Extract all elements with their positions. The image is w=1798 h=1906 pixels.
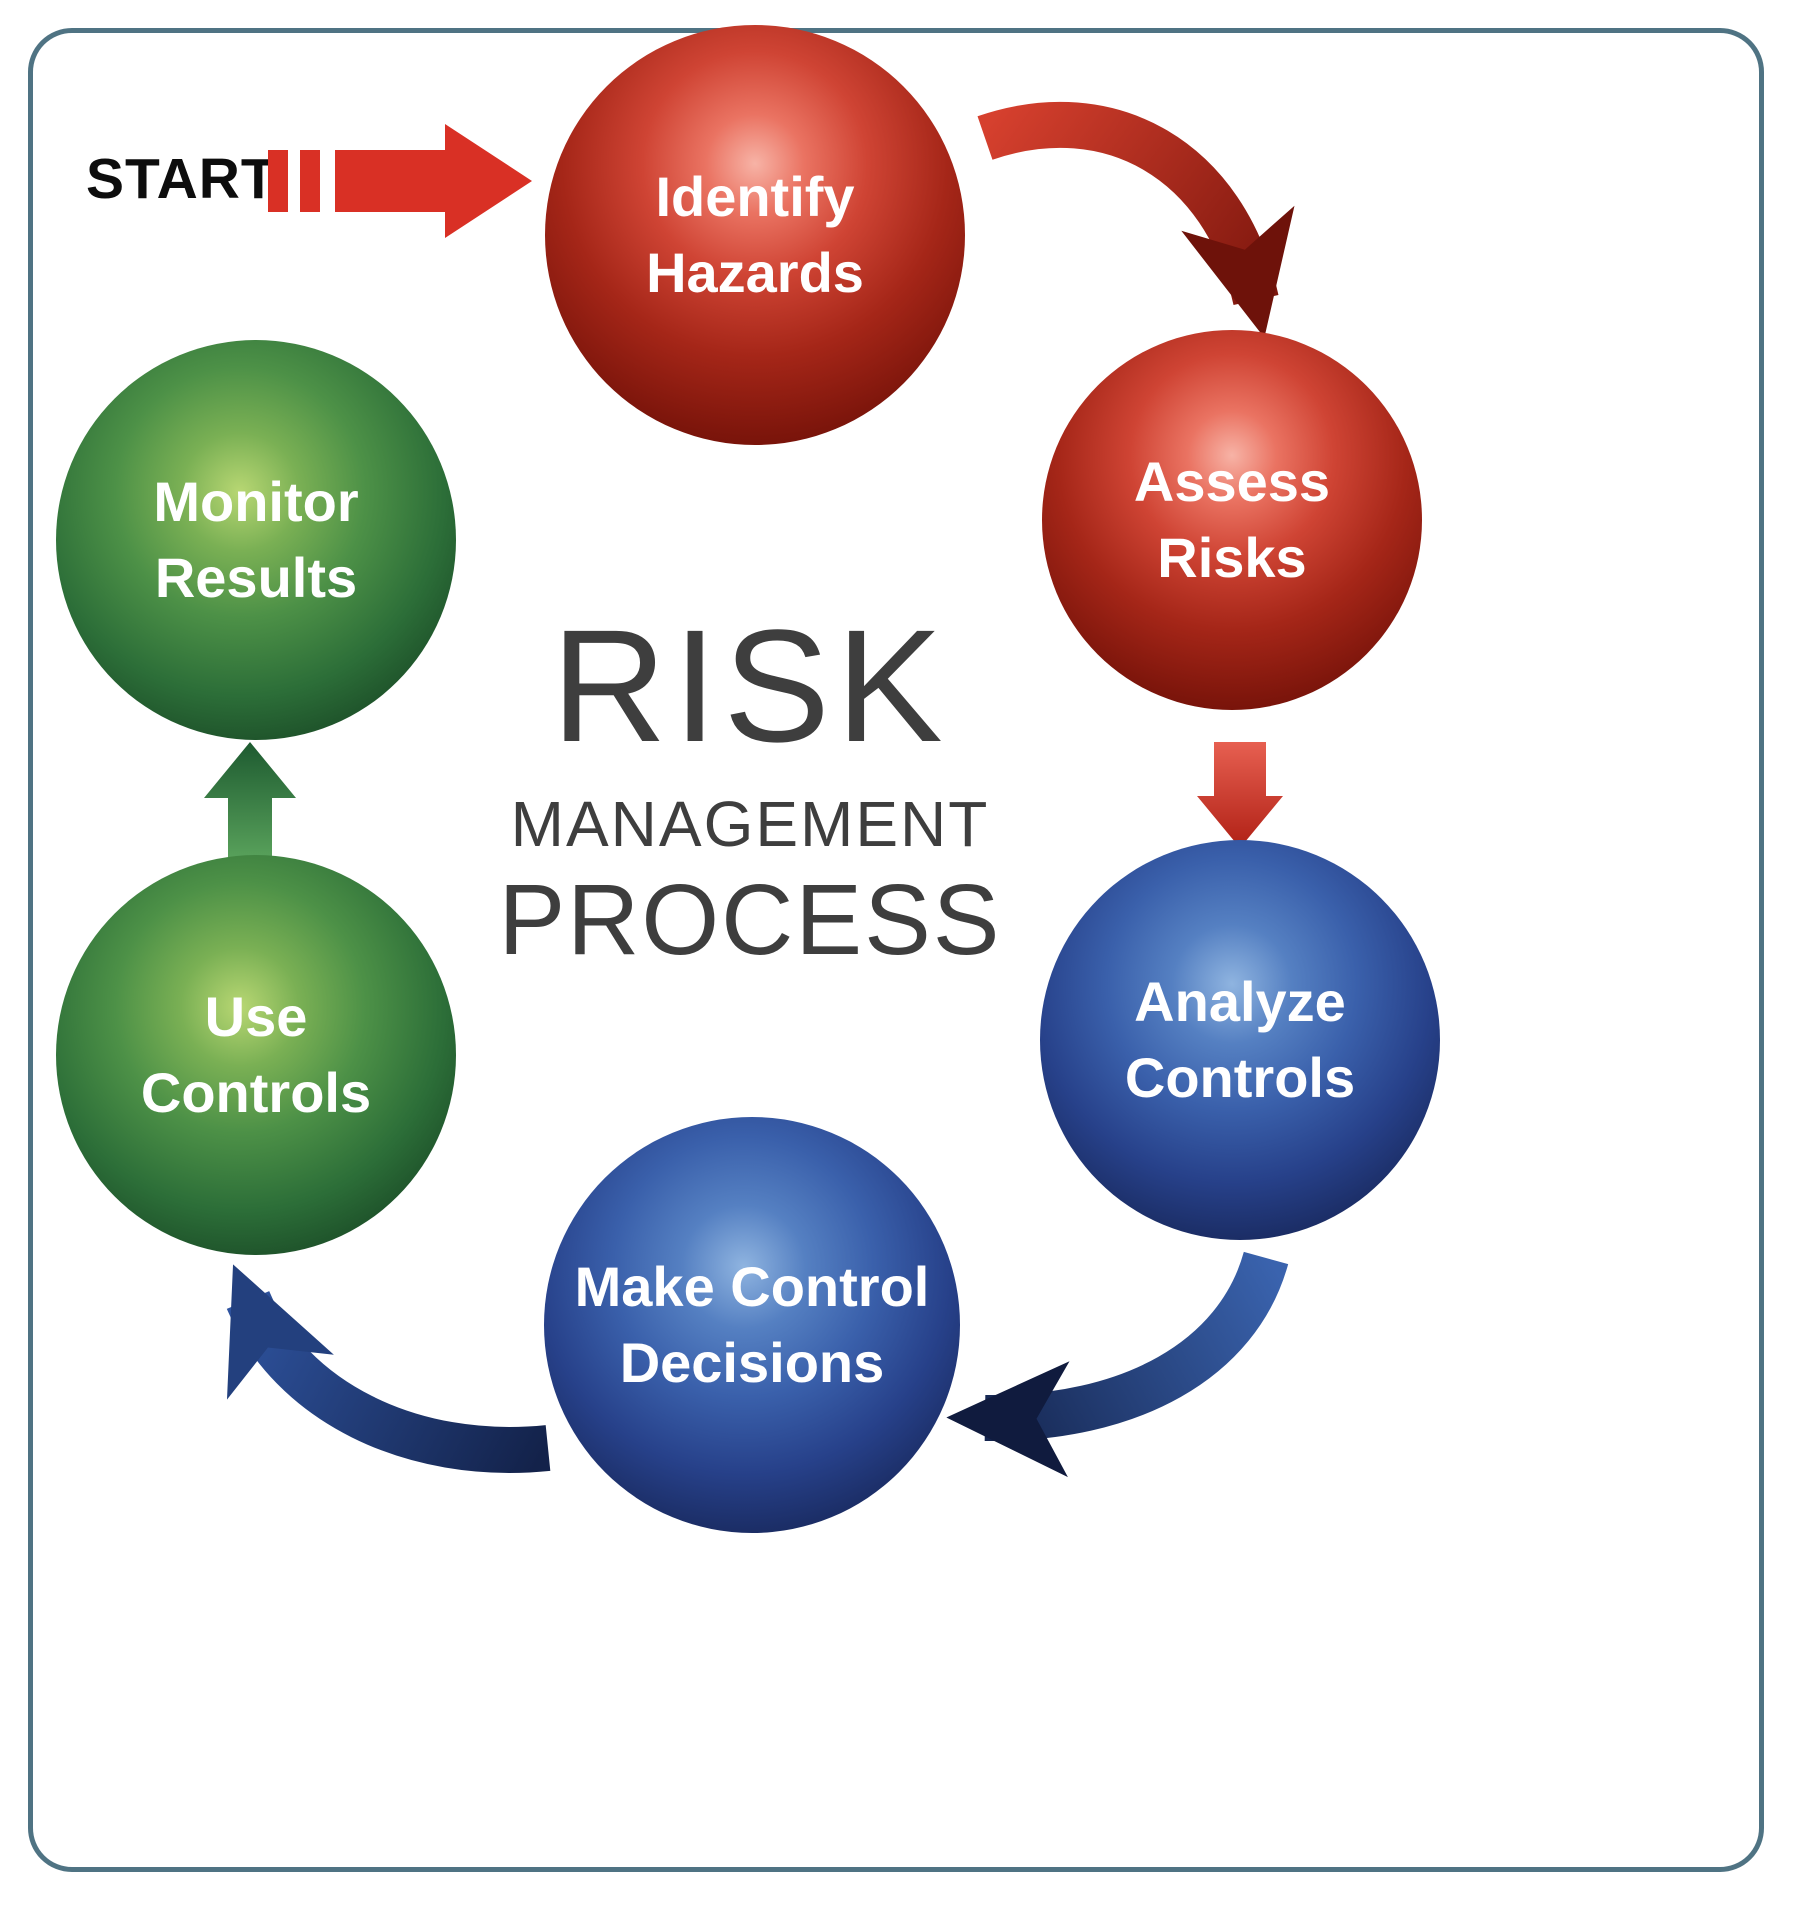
node-label-identify-hazards: Identify Hazards bbox=[646, 165, 864, 304]
title-line-process: PROCESS bbox=[498, 864, 1002, 976]
node-make-control-decisions: Make Control Decisions bbox=[544, 1117, 960, 1533]
node-use-controls: Use Controls bbox=[56, 855, 456, 1255]
node-monitor-results: Monitor Results bbox=[56, 340, 456, 740]
node-label-analyze-controls: Analyze Controls bbox=[1124, 970, 1356, 1109]
node-assess-risks: Assess Risks bbox=[1042, 330, 1422, 710]
node-analyze-controls: Analyze Controls bbox=[1040, 840, 1440, 1240]
center-title: RISK MANAGEMENT PROCESS bbox=[480, 596, 1020, 976]
title-line-risk: RISK bbox=[551, 596, 949, 775]
node-label-make-control-decisions: Make Control Decisions bbox=[574, 1255, 930, 1394]
node-label-assess-risks: Assess Risks bbox=[1133, 450, 1331, 589]
title-line-management: MANAGEMENT bbox=[510, 788, 990, 860]
node-label-monitor-results: Monitor Results bbox=[153, 470, 359, 609]
node-label-use-controls: Use Controls bbox=[140, 985, 372, 1124]
start-label: START bbox=[86, 147, 277, 211]
node-identify-hazards: Identify Hazards bbox=[545, 25, 965, 445]
